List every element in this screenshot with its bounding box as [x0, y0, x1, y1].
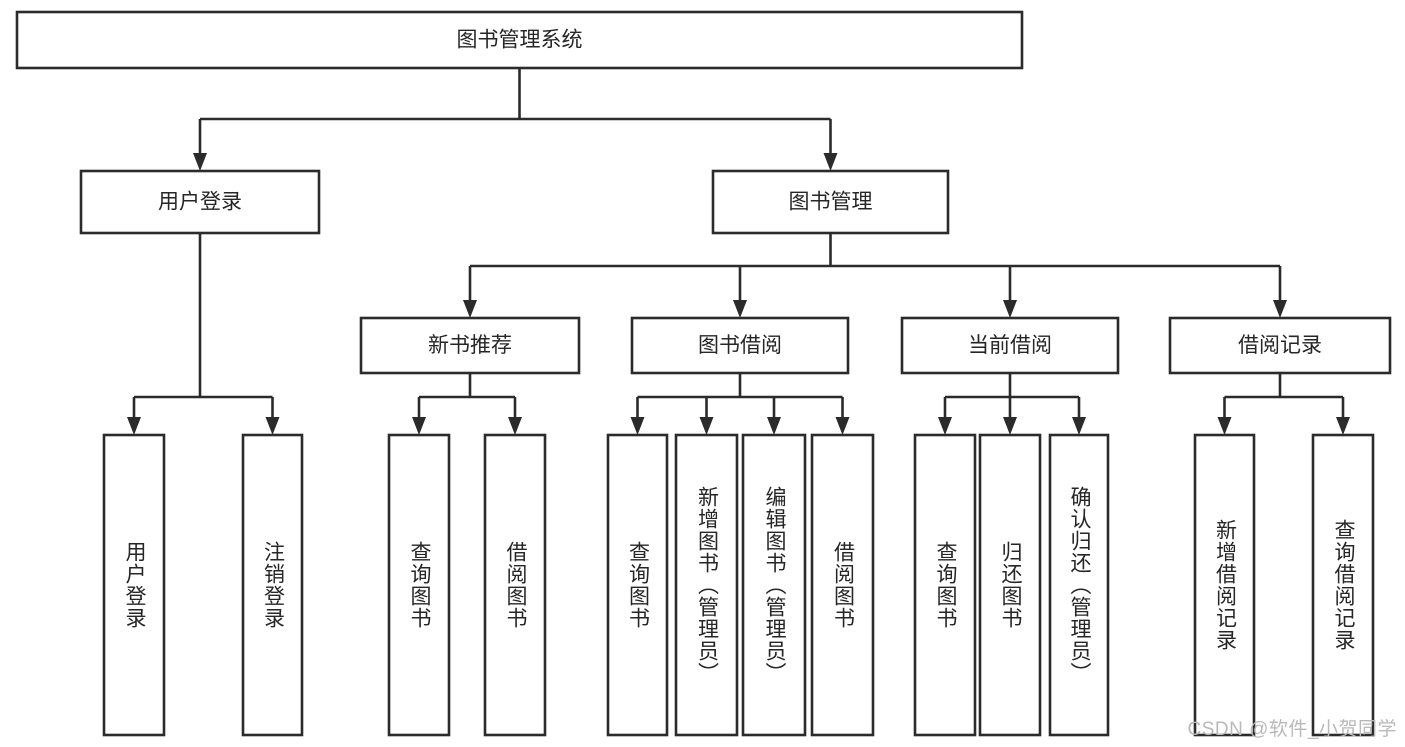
arrow-head-icon: [733, 300, 747, 318]
arrow-head-icon: [508, 417, 522, 435]
connector-group-user-login: [127, 233, 280, 435]
arrow-head-icon: [699, 417, 714, 435]
node-borrow-record[interactable]: 借阅记录: [1168, 316, 1392, 375]
arrow-head-icon: [127, 417, 141, 435]
connector-group-root: [193, 68, 838, 171]
connector-group-book-management: [463, 233, 1287, 318]
arrow-head-icon: [938, 417, 952, 435]
arrow-head-icon: [265, 417, 280, 435]
node-book-management[interactable]: 图书管理: [711, 169, 950, 235]
arrow-head-icon: [823, 153, 838, 171]
connector-group-book-borrow: [630, 373, 850, 435]
node-leaf-query-book-current[interactable]: [913, 433, 977, 737]
node-label-borrow-record: 借阅记录: [1238, 334, 1322, 357]
arrow-head-icon: [463, 300, 477, 318]
node-label-new-book-recommend: 新书推荐: [428, 334, 512, 357]
node-leaf-add-borrow-record[interactable]: [1193, 433, 1256, 737]
node-current-borrow[interactable]: 当前借阅: [900, 316, 1120, 375]
node-leaf-return-book[interactable]: [978, 433, 1042, 737]
node-user-login[interactable]: 用户登录: [79, 169, 321, 235]
node-leaf-user-login[interactable]: [102, 433, 166, 737]
node-leaf-query-book-borrow[interactable]: [606, 433, 669, 737]
connector-group-borrow-record: [1217, 373, 1350, 435]
node-leaf-borrow-book-recommend[interactable]: [483, 433, 547, 737]
node-leaf-borrow-book[interactable]: [810, 433, 875, 737]
arrow-head-icon: [767, 417, 781, 435]
arrow-head-icon: [1217, 417, 1232, 435]
arrow-head-icon: [1072, 417, 1086, 435]
node-leaf-confirm-return-admin[interactable]: [1048, 433, 1110, 737]
connector-group-new-book-recommend: [412, 373, 522, 435]
node-leaf-query-borrow-record[interactable]: [1311, 433, 1375, 737]
node-leaf-logout[interactable]: [241, 433, 304, 737]
arrow-head-icon: [412, 417, 426, 435]
node-label-book-management: 图书管理: [789, 191, 873, 214]
arrow-head-icon: [193, 153, 207, 171]
arrow-head-icon: [630, 417, 645, 435]
watermark-text: CSDN @软件_小贺同学: [1187, 719, 1397, 740]
arrow-head-icon: [835, 417, 850, 435]
arrow-head-icon: [1336, 417, 1350, 435]
node-leaf-query-book-recommend[interactable]: [387, 433, 451, 737]
node-leaf-add-book-admin[interactable]: [674, 433, 739, 737]
node-label-root: 图书管理系统: [457, 29, 583, 52]
node-new-book-recommend[interactable]: 新书推荐: [359, 316, 581, 375]
arrow-head-icon: [1003, 417, 1017, 435]
node-label-book-borrow: 图书借阅: [698, 334, 782, 357]
node-book-borrow[interactable]: 图书借阅: [630, 316, 850, 375]
node-root[interactable]: 图书管理系统: [15, 10, 1024, 70]
arrow-head-icon: [1003, 300, 1017, 318]
arrow-head-icon: [1273, 300, 1287, 318]
node-label-current-borrow: 当前借阅: [968, 334, 1052, 357]
connectors-layer: [127, 68, 1350, 435]
node-label-user-login: 用户登录: [158, 191, 242, 214]
connector-group-current-borrow: [938, 373, 1086, 435]
node-leaf-edit-book-admin[interactable]: [741, 433, 807, 737]
